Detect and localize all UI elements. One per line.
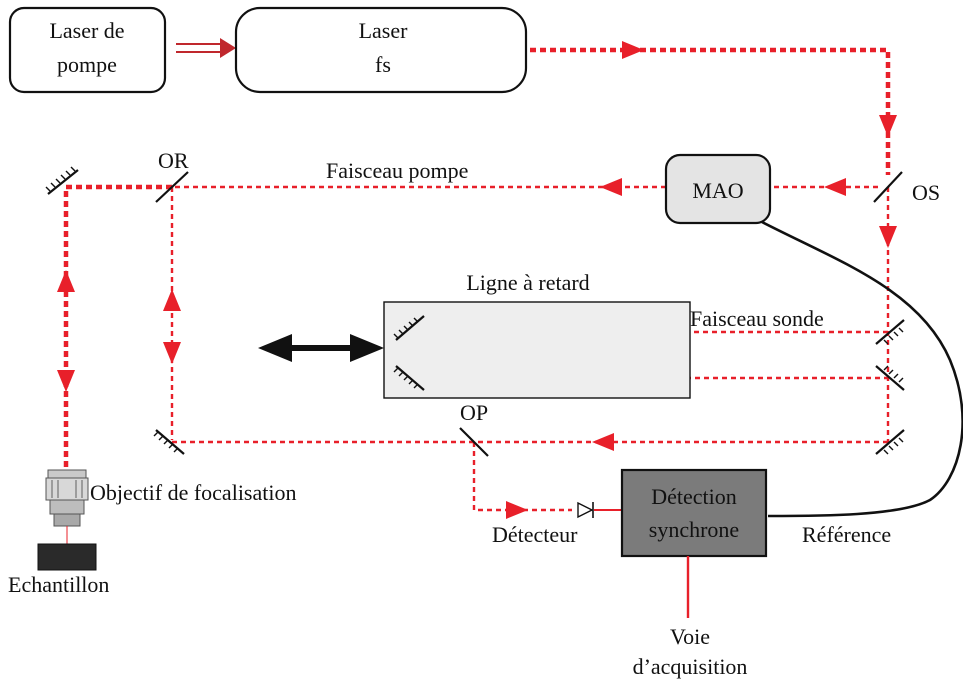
delay-line-label: Ligne à retard bbox=[466, 270, 589, 295]
op-to-detector-beam bbox=[472, 442, 572, 512]
mirror-delay-top bbox=[393, 315, 425, 341]
reference-cable bbox=[761, 220, 963, 518]
or-splitter bbox=[155, 171, 189, 203]
sync-detection-label-line1: Détection bbox=[651, 484, 737, 509]
beam-arrow-return-left bbox=[592, 433, 614, 451]
mirror-top-left bbox=[45, 166, 79, 195]
beam-arrow-os-left bbox=[824, 178, 846, 196]
sync-detection-box bbox=[620, 468, 768, 558]
or-label: OR bbox=[158, 148, 189, 173]
pump-laser-label-line1: Laser de bbox=[49, 18, 124, 43]
beam-arrow-fs-right bbox=[622, 41, 644, 59]
beam-arrow-obj-down bbox=[57, 370, 75, 392]
sample-icon bbox=[37, 543, 97, 571]
sync-detection-label-line2: synchrone bbox=[649, 517, 739, 542]
op-label: OP bbox=[460, 400, 488, 425]
beam-arrow-pump-left bbox=[600, 178, 622, 196]
reference-label: Référence bbox=[802, 522, 891, 547]
beam-arrow-detector-right bbox=[506, 501, 528, 519]
detector-label: Détecteur bbox=[492, 522, 578, 547]
fs-laser-label-line2: fs bbox=[375, 52, 391, 77]
pump-laser-label-line2: pompe bbox=[57, 52, 117, 77]
beam-arrow-obj-up bbox=[57, 270, 75, 292]
delay-line-box bbox=[383, 301, 691, 399]
pump-to-fs-arrow bbox=[176, 38, 236, 58]
sample-label: Echantillon bbox=[8, 572, 109, 597]
acquisition-label-line2: d’acquisition bbox=[633, 654, 748, 679]
pump-beam-label: Faisceau pompe bbox=[326, 158, 468, 183]
probe-beam-label: Faisceau sonde bbox=[690, 306, 824, 331]
objective-icon bbox=[45, 469, 89, 527]
acquisition-label-line1: Voie bbox=[670, 624, 710, 649]
os-label: OS bbox=[912, 180, 940, 205]
pump-laser-box bbox=[8, 6, 167, 94]
mirror-right-3 bbox=[875, 429, 905, 455]
fs-laser-box bbox=[234, 6, 528, 94]
detector-diode-icon bbox=[577, 501, 594, 519]
beam-arrow-or-up bbox=[163, 289, 181, 311]
mirror-delay-bottom bbox=[393, 365, 425, 391]
fs-laser-label-line1: Laser bbox=[359, 18, 409, 43]
mirror-bottom-left bbox=[153, 429, 185, 455]
beam-arrow-or-down bbox=[163, 342, 181, 364]
beam-arrow-fs-down bbox=[879, 115, 897, 137]
delay-translation-arrow-icon bbox=[258, 334, 384, 362]
mirror-right-1 bbox=[875, 319, 905, 345]
mao-label: MAO bbox=[692, 178, 743, 203]
objective-label: Objectif de focalisation bbox=[90, 480, 296, 505]
pump-to-objective-beam bbox=[63, 184, 172, 470]
os-splitter bbox=[873, 171, 903, 203]
mirror-right-2 bbox=[875, 365, 905, 391]
beam-arrow-probe-down bbox=[879, 226, 897, 248]
op-splitter bbox=[459, 427, 489, 457]
mao-box bbox=[664, 153, 772, 225]
